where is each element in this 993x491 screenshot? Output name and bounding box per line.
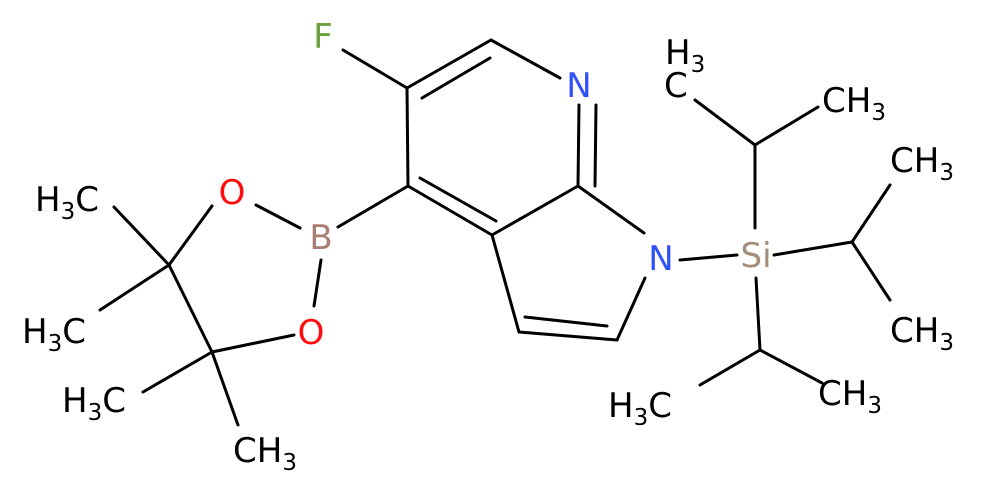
bond xyxy=(576,184,646,235)
bond xyxy=(336,184,410,229)
bond xyxy=(772,240,854,257)
methyl-label: CH3 xyxy=(822,81,886,126)
bond xyxy=(405,86,410,188)
bond xyxy=(112,205,171,267)
bond xyxy=(167,204,214,267)
bond xyxy=(254,203,302,230)
oxygen-top-label: O xyxy=(219,173,246,213)
fluorine-label: F xyxy=(313,17,333,57)
bond xyxy=(850,240,892,302)
pyridine-nitrogen-label: N xyxy=(566,66,591,106)
bond xyxy=(418,176,498,223)
methyl-labels: H3C H3C H3C CH3 H3 C CH3 CH3 CH3 H3C CH3 xyxy=(22,33,954,476)
bond xyxy=(141,350,214,394)
bond xyxy=(405,38,493,90)
bonds xyxy=(98,38,892,427)
bond xyxy=(850,183,892,244)
bond xyxy=(758,348,824,385)
methyl-label: CH3 xyxy=(818,374,882,419)
bond xyxy=(406,184,494,237)
bond xyxy=(490,233,521,334)
bond xyxy=(312,258,323,308)
bond xyxy=(753,105,820,147)
methyl-carbon-label: C xyxy=(664,66,688,106)
methyl-label: H3C xyxy=(62,381,126,426)
methyl-label: H3 xyxy=(665,33,705,78)
methyl-label: CH3 xyxy=(890,141,954,186)
methyl-label: H3C xyxy=(22,312,86,357)
bond xyxy=(523,315,609,328)
bond xyxy=(210,333,296,354)
methyl-label: H3C xyxy=(608,386,672,431)
bond xyxy=(517,330,619,342)
bond xyxy=(167,263,214,354)
methyl-label: CH3 xyxy=(233,431,297,476)
pyrrole-nitrogen-label: N xyxy=(648,239,673,279)
methyl-label: CH3 xyxy=(890,311,954,356)
bond xyxy=(210,350,240,427)
bond xyxy=(489,38,562,80)
oxygen-bottom-label: O xyxy=(298,313,325,353)
bond xyxy=(490,184,580,237)
methyl-label: H3C xyxy=(35,180,99,225)
bond xyxy=(593,103,598,188)
silicon-label: Si xyxy=(740,236,771,276)
boron-label: B xyxy=(309,218,332,258)
bond xyxy=(754,276,762,352)
bond xyxy=(615,276,647,342)
bond xyxy=(678,253,739,262)
bond xyxy=(576,103,581,188)
bond xyxy=(98,263,171,312)
atom-labels: F N N B O O Si xyxy=(219,17,772,353)
bond xyxy=(698,348,762,387)
bond xyxy=(420,56,492,100)
bond xyxy=(341,48,409,90)
bond xyxy=(693,98,757,147)
